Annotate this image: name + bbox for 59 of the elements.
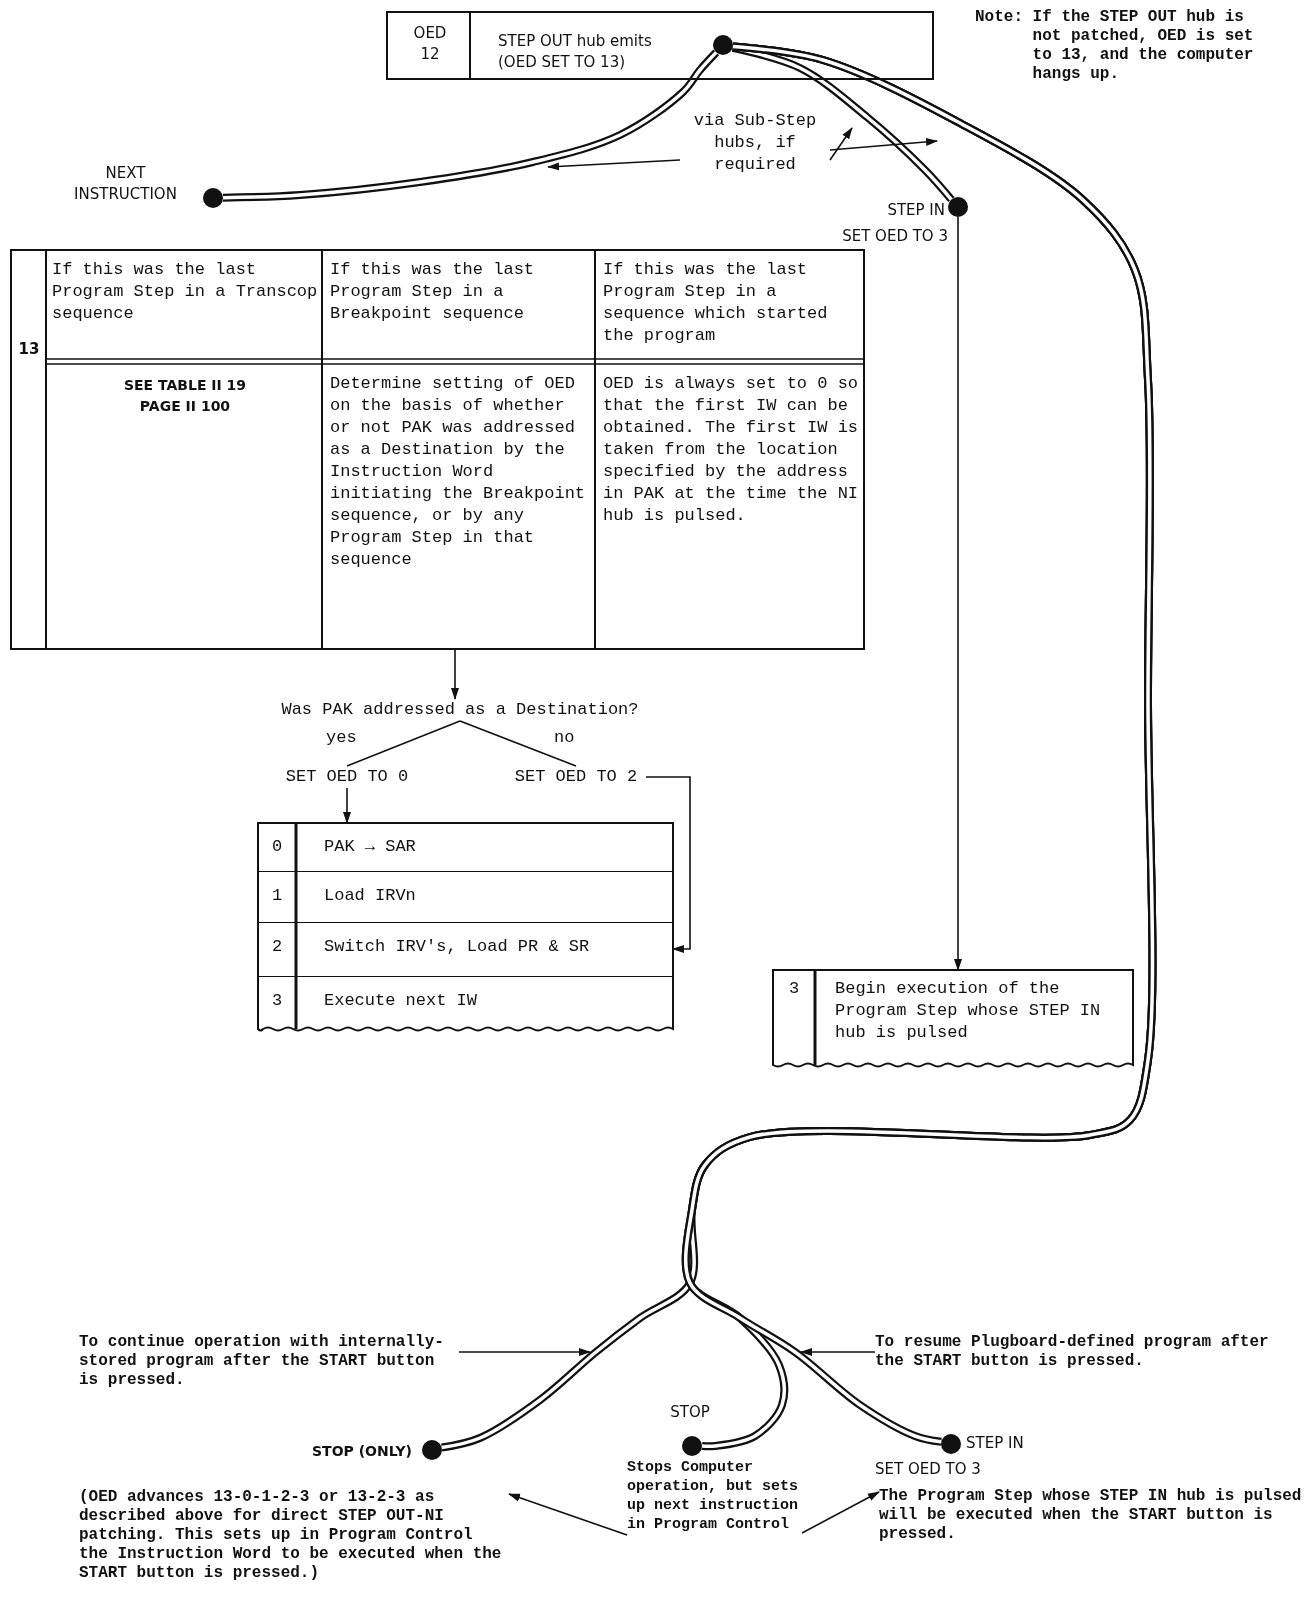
register-label: OED 12 [412,23,448,65]
note-text: Note: If the STEP OUT hub is not patched, OED is set to 13, and the computer hangs up. [975,8,1255,84]
step-table [258,823,673,1035]
hub-dot [948,197,968,217]
hub-label: STOP [669,1402,711,1423]
arrow [801,1491,880,1534]
row-number: 13 [17,339,41,360]
step-text: Load IRVn [324,885,417,907]
step-number: 3 [270,990,284,1012]
instruction-box [386,11,934,80]
note-text: The Program Step whose STEP IN hub is pulsed will be executed when the START button is pressed. [879,1487,1304,1555]
note-text: To resume Plugboard-defined program after the START button is pressed. [875,1333,1279,1373]
hub-label: SET OED TO 3 [875,1459,982,1480]
arrow [829,127,853,161]
condition-table [10,249,865,650]
hub-dot [941,1434,961,1454]
arrow [800,1348,876,1356]
note-text: Stops Computer operation, but sets up next instruction in Program Control [627,1458,802,1588]
hub-dot [682,1436,702,1456]
question-text: Was PAK addressed as a Destination? [255,699,665,721]
table-reference: SEE TABLE II 19 PAGE II 100 [122,376,248,416]
column-heading: If this was the last Program Step in a sequence which started the program [603,259,829,347]
connector-line [346,720,461,767]
step-number: 0 [270,836,284,858]
outcome-text: SET OED TO 2 [506,766,646,788]
column-heading: If this was the last Program Step in a Breakpoint sequence [330,259,536,325]
step-text: Execute next IW [324,990,479,1012]
hub-label: STEP IN [886,200,945,221]
hub-dot [713,35,733,55]
step-text: Switch IRV's, Load PR & SR [324,936,591,958]
step-number: 3 [787,978,801,1000]
step-text: PAK → SAR [324,836,417,858]
arrow [458,1348,591,1356]
note-text: To continue operation with internally-stored program after the START button is pressed. [79,1333,459,1399]
arrow [829,137,938,151]
hub-dot [203,188,223,208]
hub-label: STEP IN [966,1433,1025,1454]
hub-dot [422,1440,442,1460]
hub-description: STEP OUT hub emits (OED SET TO 13) [498,31,653,73]
step-text: Begin execution of the Program Step whose STEP IN hub is pulsed [835,978,1102,1044]
arrow [451,649,459,700]
connector-line [459,720,577,767]
hub-label: STOP (ONLY) [311,1442,412,1461]
condition-text: OED is always set to 0 so that the first IW can be obtained. The first IW is taken from the location specified by the address in PAK at the time the NI hub is pulsed. [603,373,860,527]
note-text: (OED advances 13-0-1-2-3 or 13-2-3 as described above for direct STEP OUT-NI patching. This sets up in Program Control the Instruction Word to be executed when the START button is pressed.) [79,1488,509,1608]
arrow [645,776,691,953]
step-number: 2 [270,936,284,958]
arrow [343,787,351,824]
note-text: via Sub-Step hubs, if required [680,110,830,190]
column-heading: If this was the last Program Step in a Transcop sequence [52,259,319,325]
arrow [954,216,962,971]
step-number: 1 [270,885,284,907]
patch-cord [222,49,720,202]
hub-label: NEXT INSTRUCTION [73,163,178,205]
hub-label: SET OED TO 3 [841,226,948,247]
condition-text: Determine setting of OED on the basis of whether or not PAK was addressed as a Destination by the Instruction Word initiating the Breakpoint sequence, or by any Program Step in that sequence [330,373,587,571]
arrow [547,159,681,171]
outcome-text: SET OED TO 0 [277,766,417,788]
arrow [508,1493,628,1536]
